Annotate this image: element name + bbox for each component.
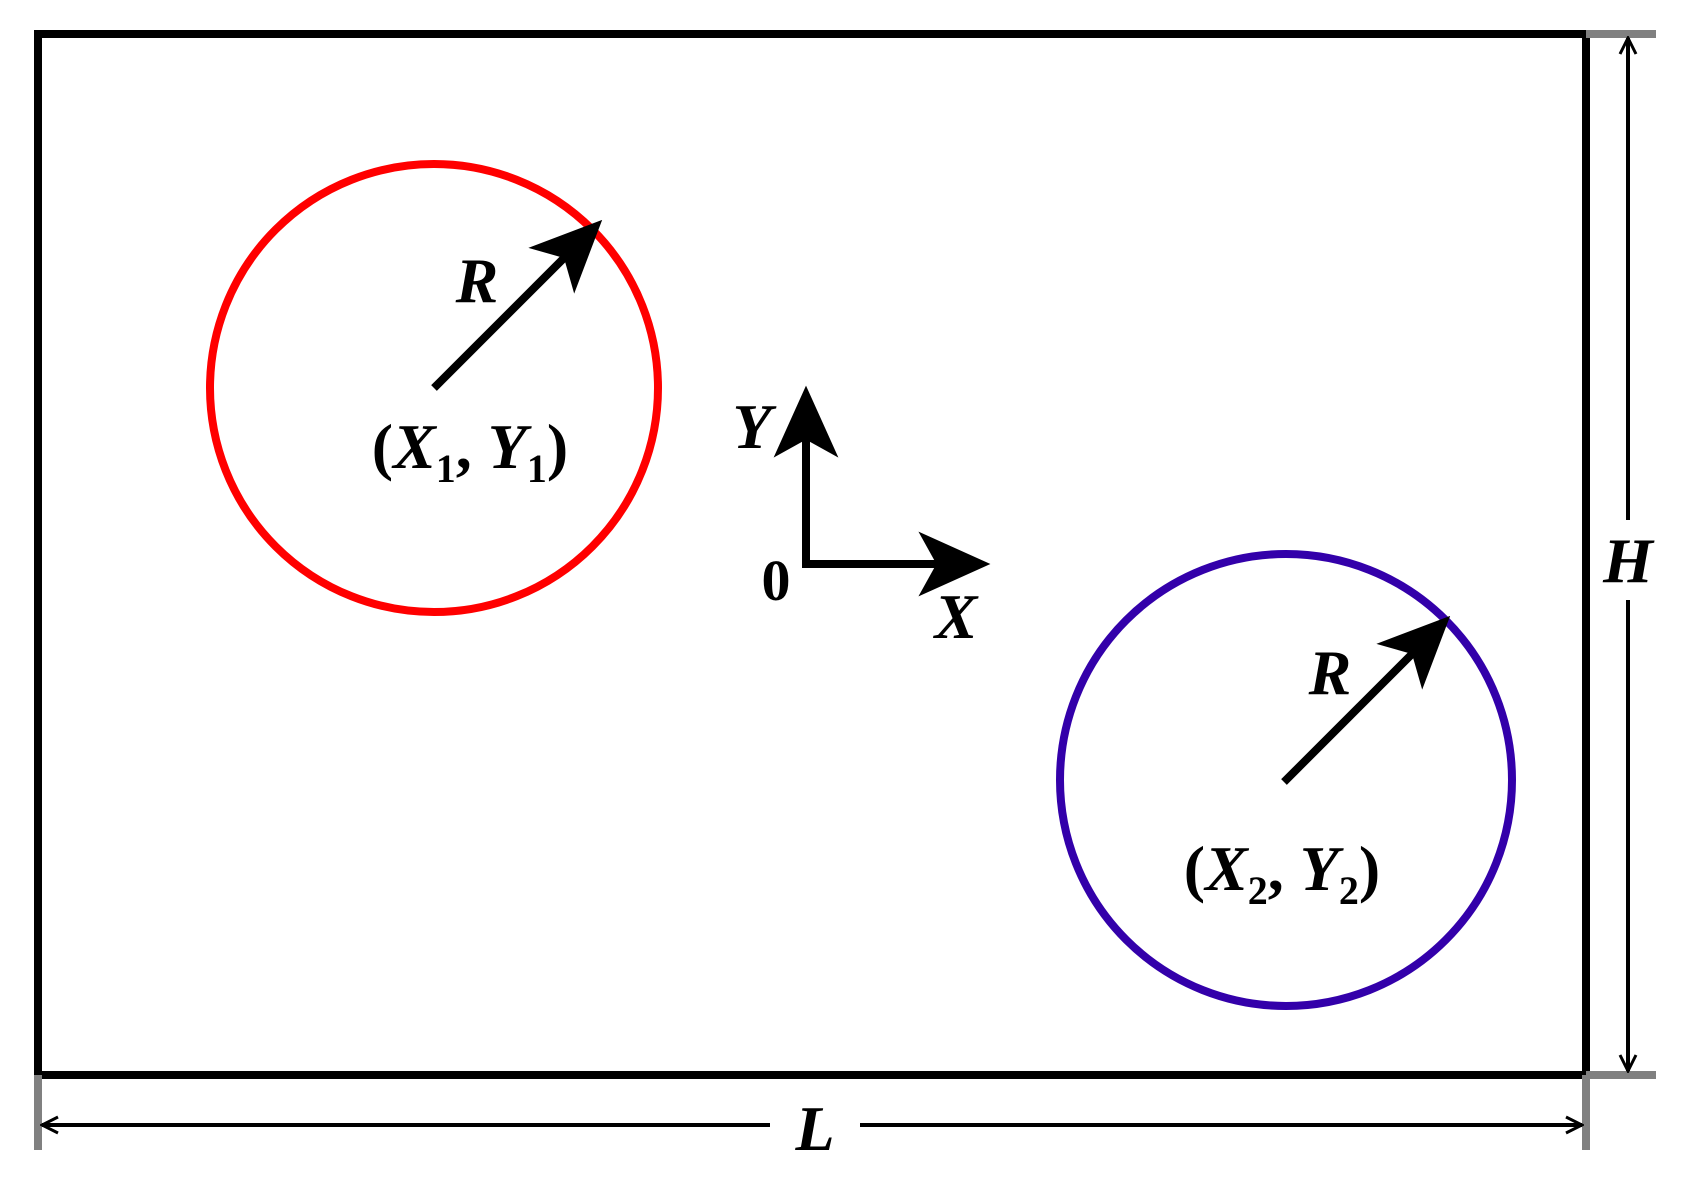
radius-1-label: R xyxy=(455,245,499,316)
circle-1-group: R (X1, Y1) xyxy=(206,160,662,616)
length-label: L xyxy=(794,1093,834,1164)
y-axis-label: Y xyxy=(732,391,776,462)
height-label: H xyxy=(1602,525,1655,596)
origin-label: 0 xyxy=(762,548,791,613)
center-2-label: (X2, Y2) xyxy=(1184,833,1380,913)
height-dimension: H xyxy=(1602,38,1655,1071)
x-axis-label: X xyxy=(933,581,979,652)
circle-2 xyxy=(1056,550,1516,1010)
circle-1 xyxy=(206,160,662,616)
length-dimension: L xyxy=(42,1093,1582,1164)
radius-1-arrow xyxy=(431,219,603,391)
center-1-label: (X1, Y1) xyxy=(372,411,568,491)
coordinate-axes: Y X 0 xyxy=(732,385,991,652)
circle-2-group: R (X2, Y2) xyxy=(1056,550,1516,1010)
radius-2-label: R xyxy=(1308,637,1352,708)
domain-boundary xyxy=(34,30,1590,1079)
radius-2-arrow xyxy=(1281,615,1451,785)
